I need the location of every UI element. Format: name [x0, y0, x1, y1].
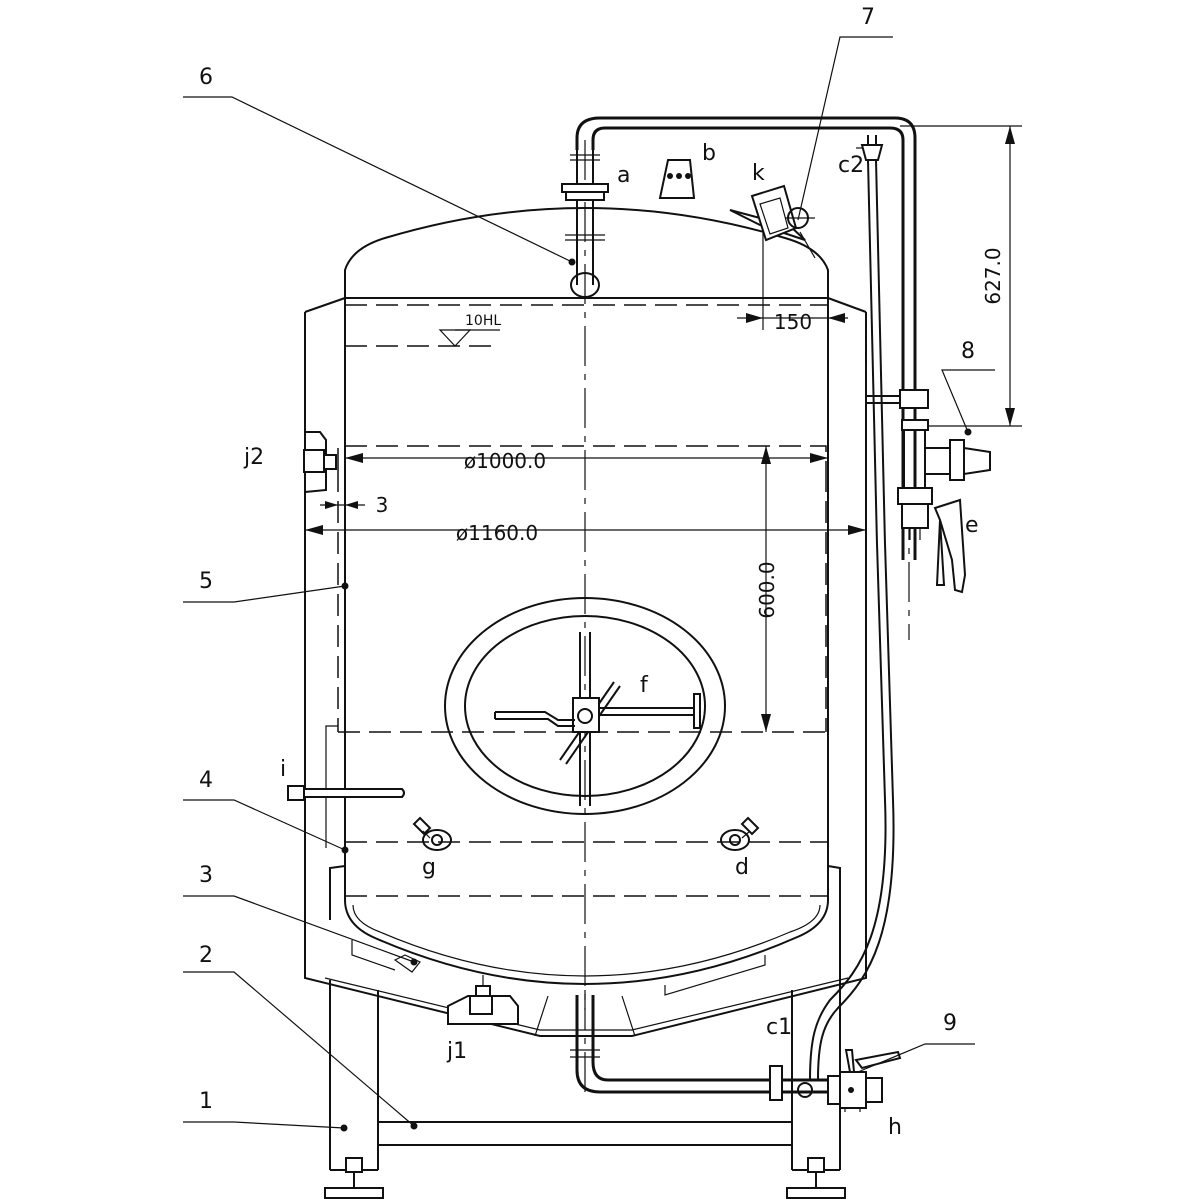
letter-k: k — [752, 161, 765, 186]
dimension-150: 150 — [737, 232, 848, 334]
callout-1: 1 — [199, 1089, 213, 1114]
top-pipe — [570, 116, 917, 640]
dimension-627: 627.0 — [900, 125, 1022, 427]
fitting-c2 — [856, 135, 884, 161]
letter-g: g — [422, 855, 436, 880]
callout-3: 3 — [199, 863, 213, 888]
dimension-150-label: 150 — [774, 310, 812, 334]
callout-numbers: 1 2 3 4 5 6 7 8 9 — [199, 5, 975, 1114]
dimension-d1160-label: ø1160.0 — [456, 521, 538, 545]
manway — [444, 597, 726, 815]
bottom-pipe — [570, 990, 840, 1100]
valve-9 — [769, 1049, 902, 1112]
letter-b: b — [702, 141, 716, 166]
clamp-d — [720, 816, 760, 851]
callout-6: 6 — [199, 65, 213, 90]
fitting-k — [729, 184, 816, 259]
support-legs — [324, 865, 846, 1199]
callout-8: 8 — [961, 339, 975, 364]
dimension-3: 3 — [320, 493, 388, 517]
dimension-d1160: ø1160.0 — [305, 521, 866, 545]
letter-j1: j1 — [446, 1039, 467, 1064]
fitting-j2 — [303, 431, 337, 494]
callout-7: 7 — [861, 5, 875, 30]
valve-e — [897, 487, 967, 594]
leader-lines — [183, 36, 995, 1132]
clamp-g — [412, 816, 452, 851]
callout-4: 4 — [199, 768, 213, 793]
level-mark-text: 10HL — [465, 313, 501, 329]
dimension-627-label: 627.0 — [981, 247, 1005, 304]
fitting-letters: a b k c2 j2 e f i g d j1 c1 h — [243, 141, 979, 1140]
fitting-b — [658, 159, 696, 199]
dimension-d1000: ø1000.0 — [345, 449, 828, 473]
callout-2: 2 — [199, 943, 213, 968]
cooling-jacket-zone — [325, 445, 827, 848]
letter-i: i — [280, 757, 286, 782]
bottom-cone-skirt — [351, 940, 766, 1037]
letter-a: a — [617, 163, 630, 188]
valve-8 — [866, 389, 991, 488]
outer-jacket — [304, 297, 867, 1037]
callout-9: 9 — [943, 1011, 957, 1036]
dimension-d1000-label: ø1000.0 — [464, 449, 546, 473]
dimension-600-label: 600.0 — [755, 561, 779, 618]
c-hose — [809, 159, 895, 1081]
fitting-j1 — [447, 975, 519, 1025]
letter-e: e — [965, 513, 979, 538]
letter-f: f — [640, 673, 649, 698]
letter-h: h — [888, 1115, 902, 1140]
dimension-600: 600.0 — [755, 446, 779, 732]
callout-5: 5 — [199, 569, 213, 594]
dimension-3-label: 3 — [376, 493, 389, 517]
letter-c2: c2 — [838, 153, 864, 178]
fitting-a — [561, 150, 609, 298]
fitting-i — [287, 785, 405, 801]
letter-d: d — [735, 855, 749, 880]
letter-j2: j2 — [243, 445, 264, 470]
level-mark: 10HL — [345, 313, 501, 347]
letter-c1: c1 — [766, 1015, 792, 1040]
